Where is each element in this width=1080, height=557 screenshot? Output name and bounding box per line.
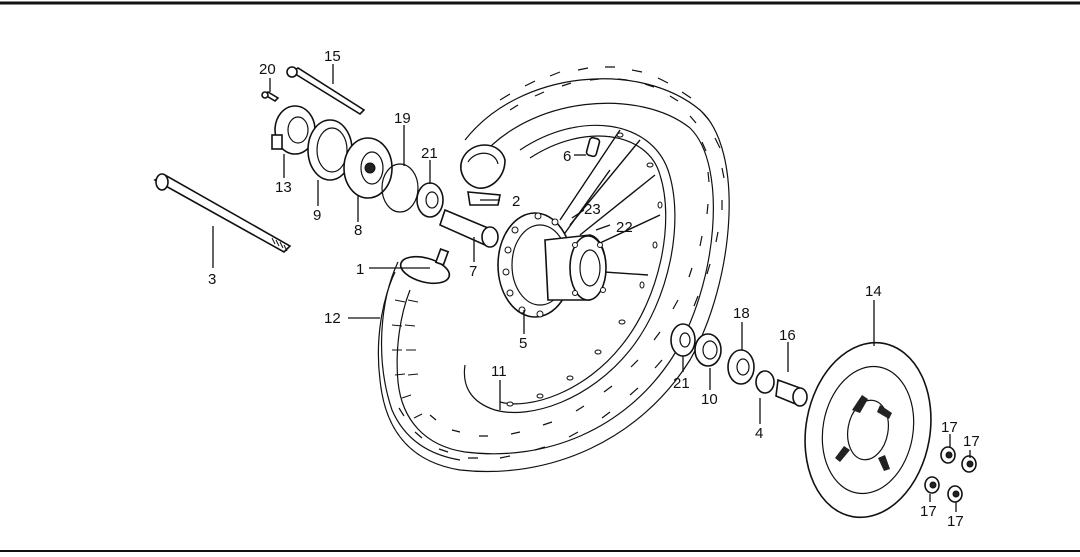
brake-disc — [804, 341, 932, 519]
label-23: 23 — [584, 201, 601, 218]
distance-collar — [439, 208, 499, 248]
label-12: 12 — [324, 310, 341, 327]
label-17-d: 17 — [947, 513, 964, 530]
label-17-a: 17 — [941, 419, 958, 436]
label-8: 8 — [354, 222, 362, 239]
label-10: 10 — [701, 391, 718, 408]
inner-tube — [381, 248, 461, 461]
disc-nuts — [924, 446, 977, 503]
label-21-a: 21 — [421, 145, 438, 162]
label-17-c: 17 — [920, 503, 937, 520]
label-21-b: 21 — [673, 375, 690, 392]
hub — [497, 212, 607, 318]
oil-seal-right — [694, 333, 722, 367]
tire — [377, 66, 730, 473]
label-4: 4 — [755, 425, 763, 442]
callout-labels: 1 2 3 4 5 6 7 8 9 10 11 12 13 14 15 16 1… — [208, 48, 980, 530]
label-13: 13 — [275, 179, 292, 196]
label-1: 1 — [356, 261, 364, 278]
label-14: 14 — [865, 283, 882, 300]
leader-lines — [212, 64, 971, 512]
label-18: 18 — [733, 305, 750, 322]
label-2: 2 — [512, 193, 520, 210]
label-6: 6 — [563, 148, 571, 165]
gear-retainer — [343, 137, 393, 199]
label-15: 15 — [324, 48, 341, 65]
label-9: 9 — [313, 207, 321, 224]
label-7: 7 — [469, 263, 477, 280]
label-19: 19 — [394, 110, 411, 127]
side-collar — [755, 370, 775, 394]
axle-nut — [775, 378, 808, 407]
label-3: 3 — [208, 271, 216, 288]
label-11: 11 — [491, 363, 507, 380]
dust-seal — [727, 349, 755, 385]
axle — [153, 173, 292, 253]
label-17-b: 17 — [963, 433, 980, 450]
small-screw — [261, 90, 280, 103]
bearing-right — [670, 323, 696, 357]
rim-lock — [467, 191, 501, 206]
o-ring — [381, 163, 419, 213]
speedometer-gearbox — [271, 105, 316, 155]
label-22: 22 — [616, 219, 633, 236]
bearing-left — [416, 182, 444, 218]
valve-cap — [585, 136, 601, 158]
label-5: 5 — [519, 335, 527, 352]
label-16: 16 — [779, 327, 796, 344]
label-20: 20 — [259, 61, 276, 78]
long-bolt — [286, 66, 366, 116]
